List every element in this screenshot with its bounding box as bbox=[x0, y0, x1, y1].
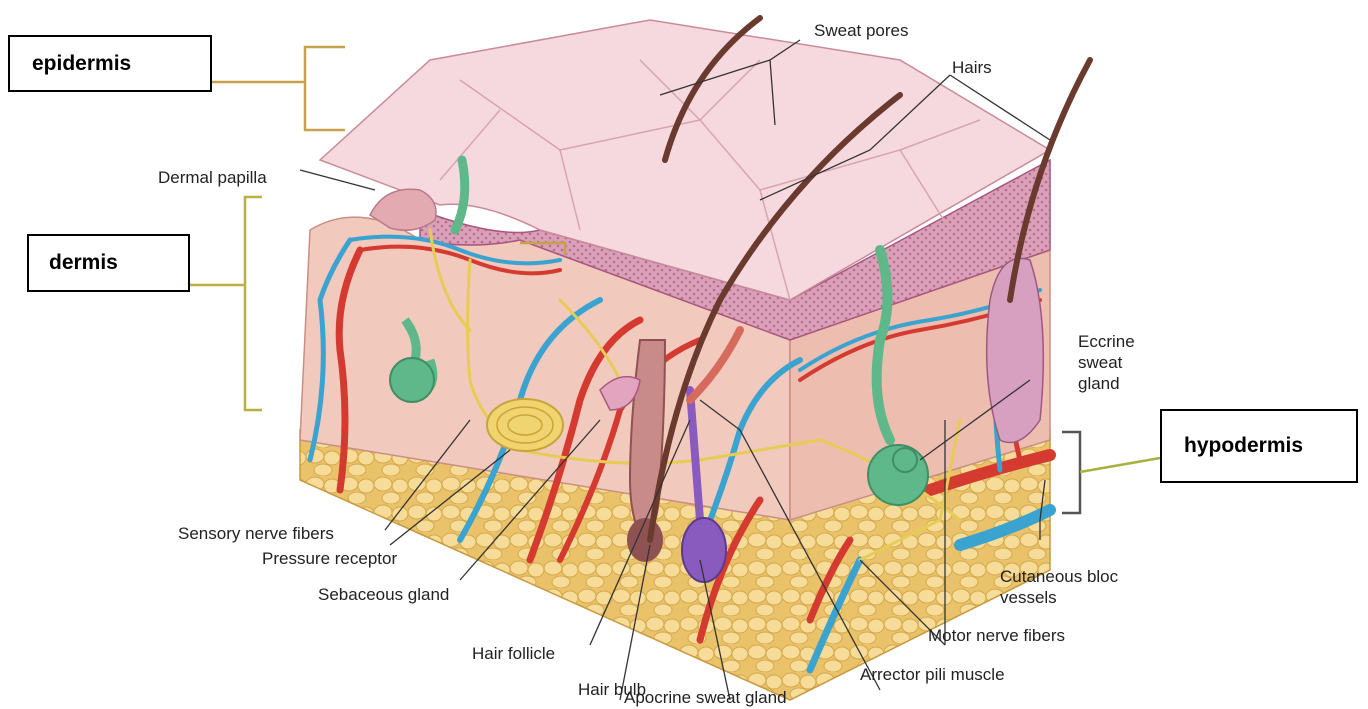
label-dermal-papilla: Dermal papilla bbox=[158, 168, 267, 188]
dermis-box: dermis bbox=[27, 234, 190, 292]
epidermis-box-label: epidermis bbox=[32, 52, 131, 76]
label-motor-nerve-fibers: Motor nerve fibers bbox=[928, 626, 1065, 646]
label-arrector-pili-muscle: Arrector pili muscle bbox=[860, 665, 1005, 685]
hypodermis-box-label: hypodermis bbox=[1184, 434, 1303, 458]
hypodermis-box: hypodermis bbox=[1160, 409, 1358, 483]
label-cutaneous-line2: vessels bbox=[1000, 588, 1057, 608]
epidermis-box: epidermis bbox=[8, 35, 212, 92]
pressure-receptor bbox=[487, 399, 563, 451]
label-sensory-nerve-fibers: Sensory nerve fibers bbox=[178, 524, 334, 544]
label-pressure-receptor: Pressure receptor bbox=[262, 549, 397, 569]
label-eccrine-line1: Eccrine bbox=[1078, 332, 1135, 352]
dermis-box-label: dermis bbox=[49, 251, 118, 275]
label-cutaneous-line1: Cutaneous bloc bbox=[1000, 567, 1118, 587]
label-sweat-pores: Sweat pores bbox=[814, 21, 909, 41]
label-hair-follicle: Hair follicle bbox=[472, 644, 555, 664]
label-hairs: Hairs bbox=[952, 58, 992, 78]
label-apocrine-sweat-gland: Apocrine sweat gland bbox=[624, 688, 787, 708]
label-eccrine-line2: sweat bbox=[1078, 353, 1122, 373]
label-eccrine-line3: gland bbox=[1078, 374, 1120, 394]
label-sebaceous-gland: Sebaceous gland bbox=[318, 585, 449, 605]
